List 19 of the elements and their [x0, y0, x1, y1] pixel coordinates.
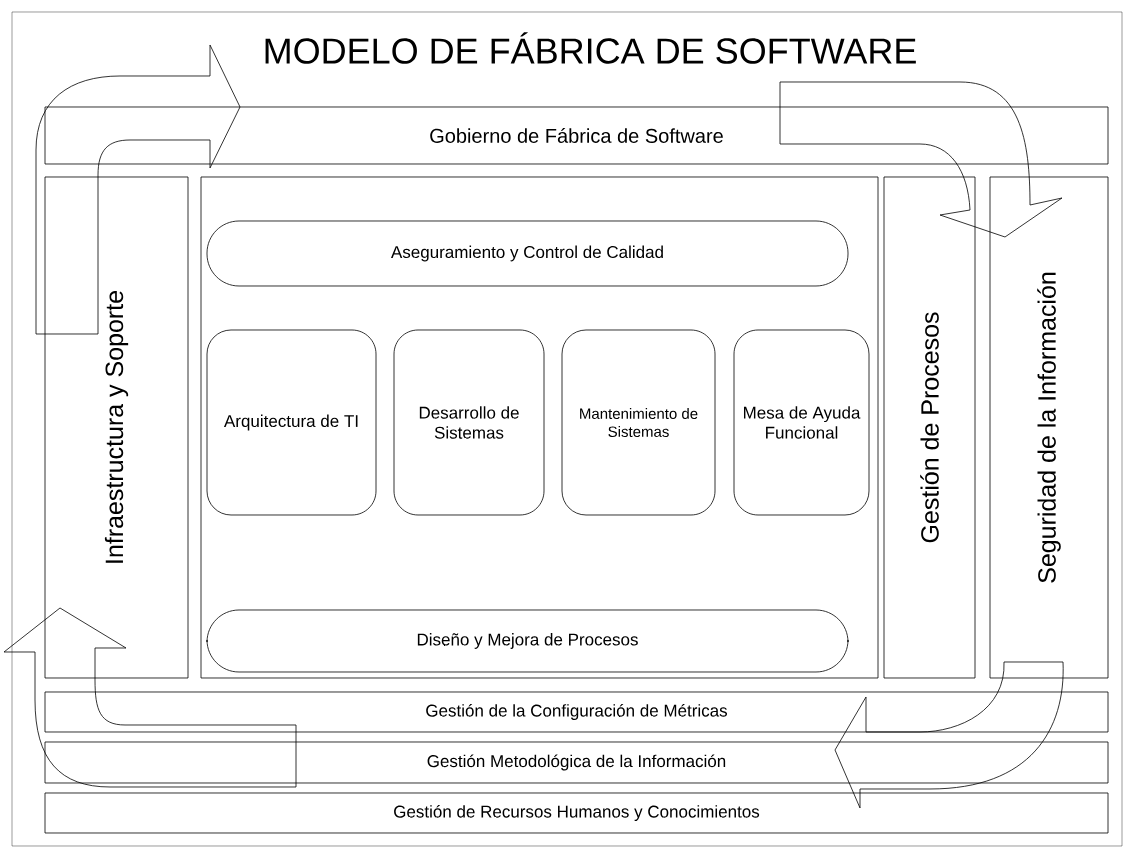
block-arrow: [834, 661, 1064, 809]
rounded-bar-box: Diseño y Mejora de Procesos: [206, 609, 849, 673]
block-arrow: [35, 44, 241, 335]
rounded-box: Mesa de Ayuda Funcional: [733, 329, 870, 516]
band-box: Gobierno de Fábrica de Software: [44, 106, 1109, 165]
vertical-band-box: Gestión de Procesos: [883, 176, 976, 679]
rounded-box: Desarrollo de Sistemas: [393, 329, 545, 516]
rounded-box: Arquitectura de TI: [206, 329, 377, 516]
block-arrow: [3, 607, 297, 788]
rounded-box: Mantenimiento de Sistemas: [561, 329, 716, 516]
band-box: Gestión de Recursos Humanos y Conocimientos: [44, 792, 1109, 834]
band-box: Gestión de la Configuración de Métricas: [44, 691, 1109, 733]
rounded-bar-box: Aseguramiento y Control de Calidad: [206, 220, 849, 287]
vertical-band-box: Infraestructura y Soporte: [44, 176, 189, 679]
title: MODELO DE FÁBRICA DE SOFTWARE: [265, 32, 916, 64]
block-arrow: [779, 81, 1063, 238]
vertical-band-box: Seguridad de la Información: [989, 176, 1109, 679]
band-box: Gestión Metodológica de la Información: [44, 741, 1109, 784]
container-box: [200, 176, 879, 679]
